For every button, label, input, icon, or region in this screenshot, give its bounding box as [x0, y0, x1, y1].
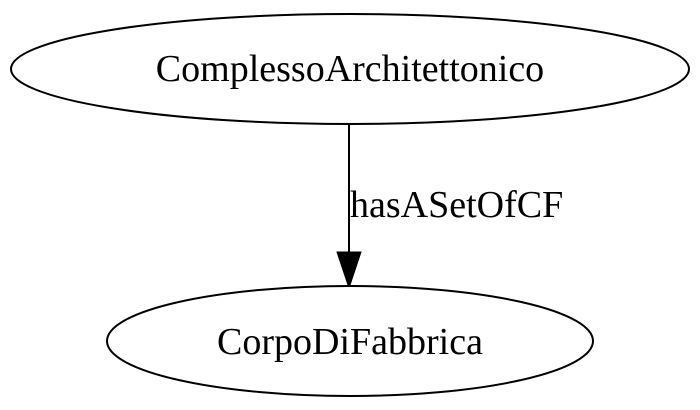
- node-complesso-architettonico: ComplessoArchitettonico: [10, 13, 690, 125]
- node-corpo-di-fabbrica-shape: [106, 285, 594, 397]
- edge-has-a-set-of-cf: hasASetOfCF: [336, 124, 563, 290]
- edge-arrowhead: [336, 251, 362, 290]
- edge-has-a-set-of-cf-label: hasASetOfCF: [350, 184, 563, 226]
- node-corpo-di-fabbrica-label: CorpoDiFabbrica: [217, 321, 483, 363]
- node-complesso-architettonico-label: ComplessoArchitettonico: [156, 48, 544, 90]
- node-corpo-di-fabbrica: CorpoDiFabbrica: [106, 285, 594, 397]
